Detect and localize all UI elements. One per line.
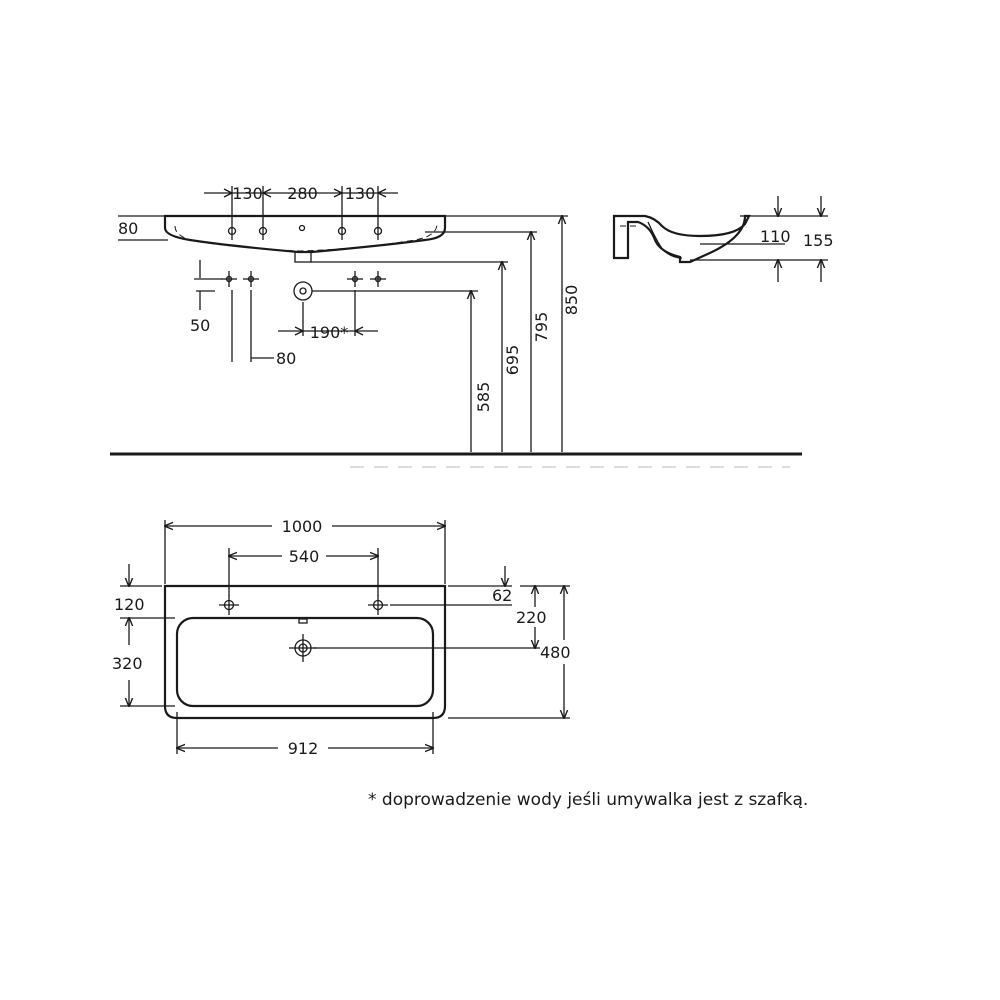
- supply-fittings: [221, 271, 386, 301]
- basin-front-outline: [163, 214, 447, 254]
- dim-height-585: 585: [474, 382, 493, 413]
- overflow: [298, 618, 308, 624]
- dim-side-110: 110: [760, 227, 791, 246]
- dim-plan-62: 62: [492, 586, 512, 605]
- footnote: * doprowadzenie wody jeśli umywalka jest…: [368, 790, 809, 810]
- side-view: 110 155: [612, 196, 834, 282]
- basin-bowl: [175, 616, 435, 708]
- plan-drain: [289, 634, 317, 662]
- top-tap-holes: [227, 224, 383, 236]
- dim-height-695: 695: [503, 345, 522, 376]
- front-view: 130 280 130 80 50 80 190*: [110, 184, 802, 468]
- plan-view: 1000 540 120 320 62 220 480: [112, 515, 571, 758]
- dim-plan-320: 320: [112, 654, 143, 673]
- dim-supply-80: 80: [276, 349, 296, 368]
- dim-height-850: 850: [562, 285, 581, 316]
- dim-top-280: 280: [287, 184, 318, 203]
- dim-plan-540: 540: [289, 547, 320, 566]
- basin-side-outline: [612, 214, 751, 264]
- dim-height-795: 795: [532, 312, 551, 343]
- dim-drain-190: 190*: [310, 323, 349, 342]
- dim-plan-912: 912: [288, 739, 319, 758]
- drain-pipe-circle: [293, 281, 313, 301]
- dim-plan-1000: 1000: [282, 517, 323, 536]
- basin-front-inner-dash: [174, 223, 438, 252]
- dim-top-130-left: 130: [232, 184, 263, 203]
- dim-plan-120: 120: [114, 595, 145, 614]
- dim-rim-80: 80: [118, 219, 138, 238]
- dim-top-130-right: 130: [345, 184, 376, 203]
- dim-supply-50: 50: [190, 316, 210, 335]
- dim-plan-480: 480: [540, 643, 571, 662]
- dim-plan-220: 220: [516, 608, 547, 627]
- drain-outlet: [294, 251, 312, 263]
- basin-side-inner: [647, 221, 683, 259]
- dim-side-155: 155: [803, 231, 834, 250]
